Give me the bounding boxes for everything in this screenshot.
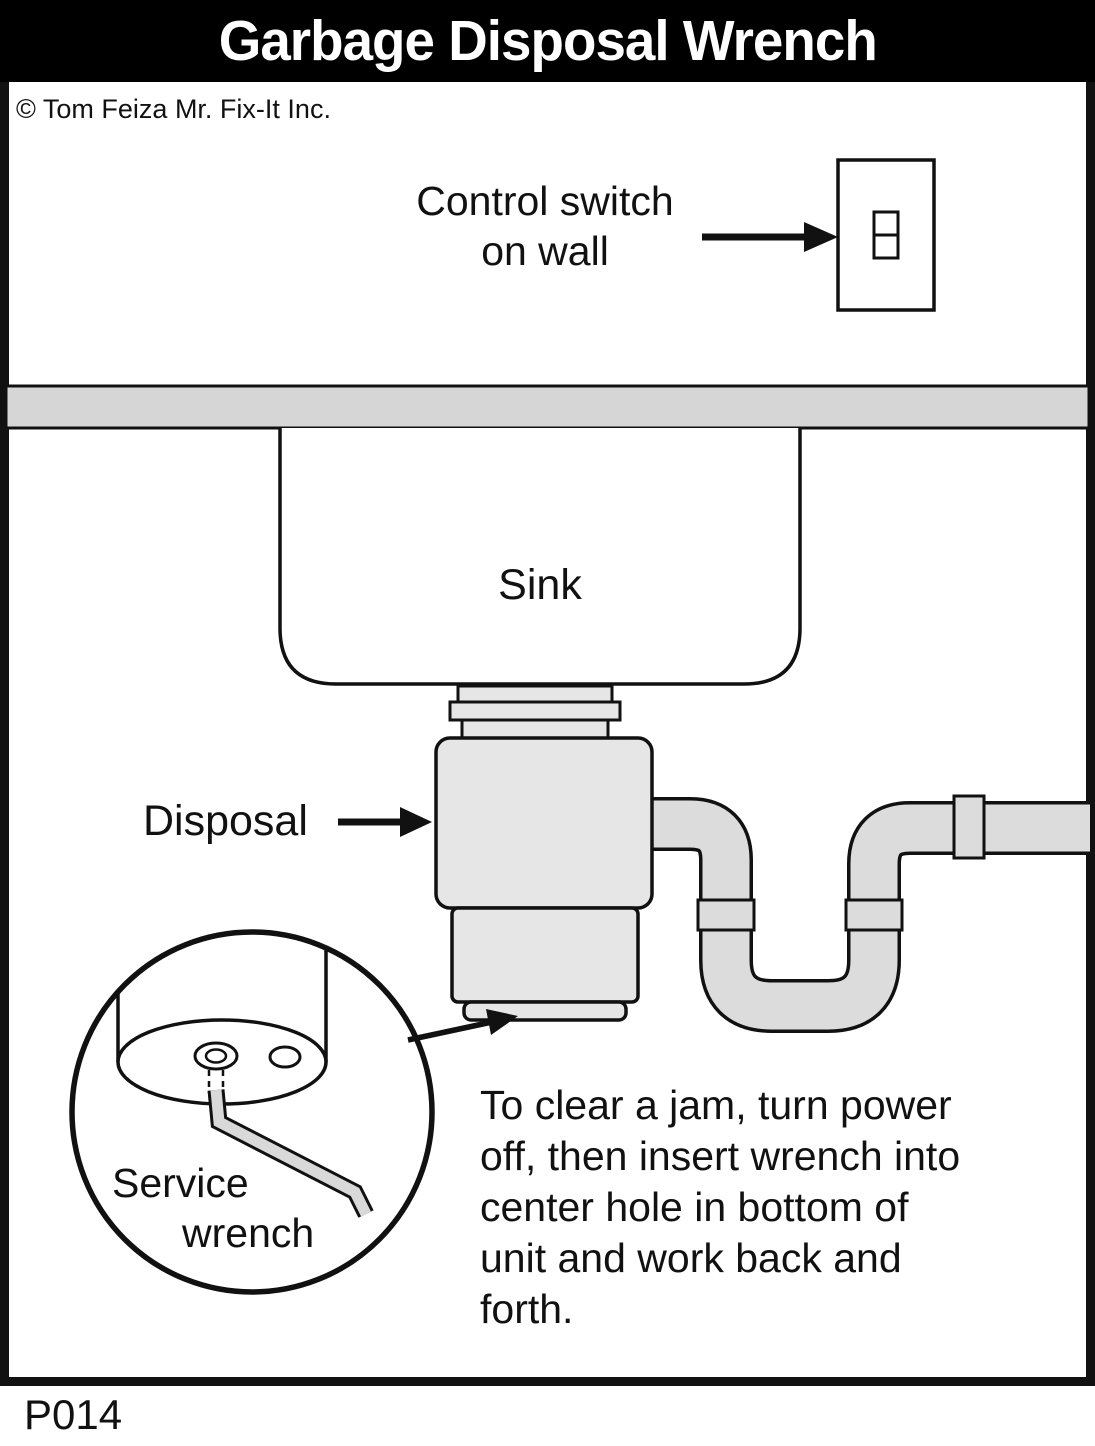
sink-outline (278, 428, 802, 686)
sink-label: Sink (498, 561, 582, 609)
instructions-line: center hole in bottom of (480, 1184, 909, 1230)
disposal-unit (434, 736, 654, 1022)
copyright-text: © Tom Feiza Mr. Fix-It Inc. (16, 94, 331, 124)
wall-switch (836, 158, 936, 312)
magnifier-circle (69, 929, 435, 1295)
countertop (4, 384, 1091, 430)
page-title: Garbage Disposal Wrench (218, 9, 877, 73)
diagram-code: P014 (24, 1391, 123, 1438)
pipe-coupling (696, 898, 756, 932)
control-switch-label-line2: on wall (481, 228, 609, 274)
pipe-coupling (844, 898, 904, 932)
magnifier-callout (69, 929, 518, 1295)
disposal-label: Disposal (143, 797, 308, 845)
callout-pointer-arrow (407, 1009, 518, 1043)
instructions-line: To clear a jam, turn power (480, 1082, 952, 1128)
service-wrench-shape (207, 1089, 374, 1218)
instructions-line: off, then insert wrench into (480, 1133, 961, 1179)
disposal-bottom-view (116, 934, 374, 1218)
instructions-line: unit and work back and (480, 1235, 902, 1281)
p-trap-pipe (648, 794, 1090, 1033)
control-switch-label: Control switch on wall (360, 176, 730, 276)
drain-flange (448, 684, 622, 740)
disposal-arrow (338, 807, 432, 837)
control-switch-label-line1: Control switch (416, 178, 674, 224)
service-wrench-label-line1: Service (112, 1160, 249, 1206)
disposal-body (434, 736, 654, 910)
diagram-frame (0, 82, 1095, 1386)
instructions-text: To clear a jam, turn power off, then ins… (480, 1080, 1040, 1335)
service-wrench-label-line2: wrench (182, 1210, 315, 1256)
instructions-line: forth. (480, 1286, 574, 1332)
disposal-lower (450, 906, 640, 1004)
service-wrench-label: Service wrench (112, 1158, 314, 1258)
title-bar: Garbage Disposal Wrench (0, 0, 1095, 82)
switch-arrow (702, 222, 838, 252)
side-hole (268, 1045, 302, 1069)
pipe-coupling (952, 794, 986, 860)
